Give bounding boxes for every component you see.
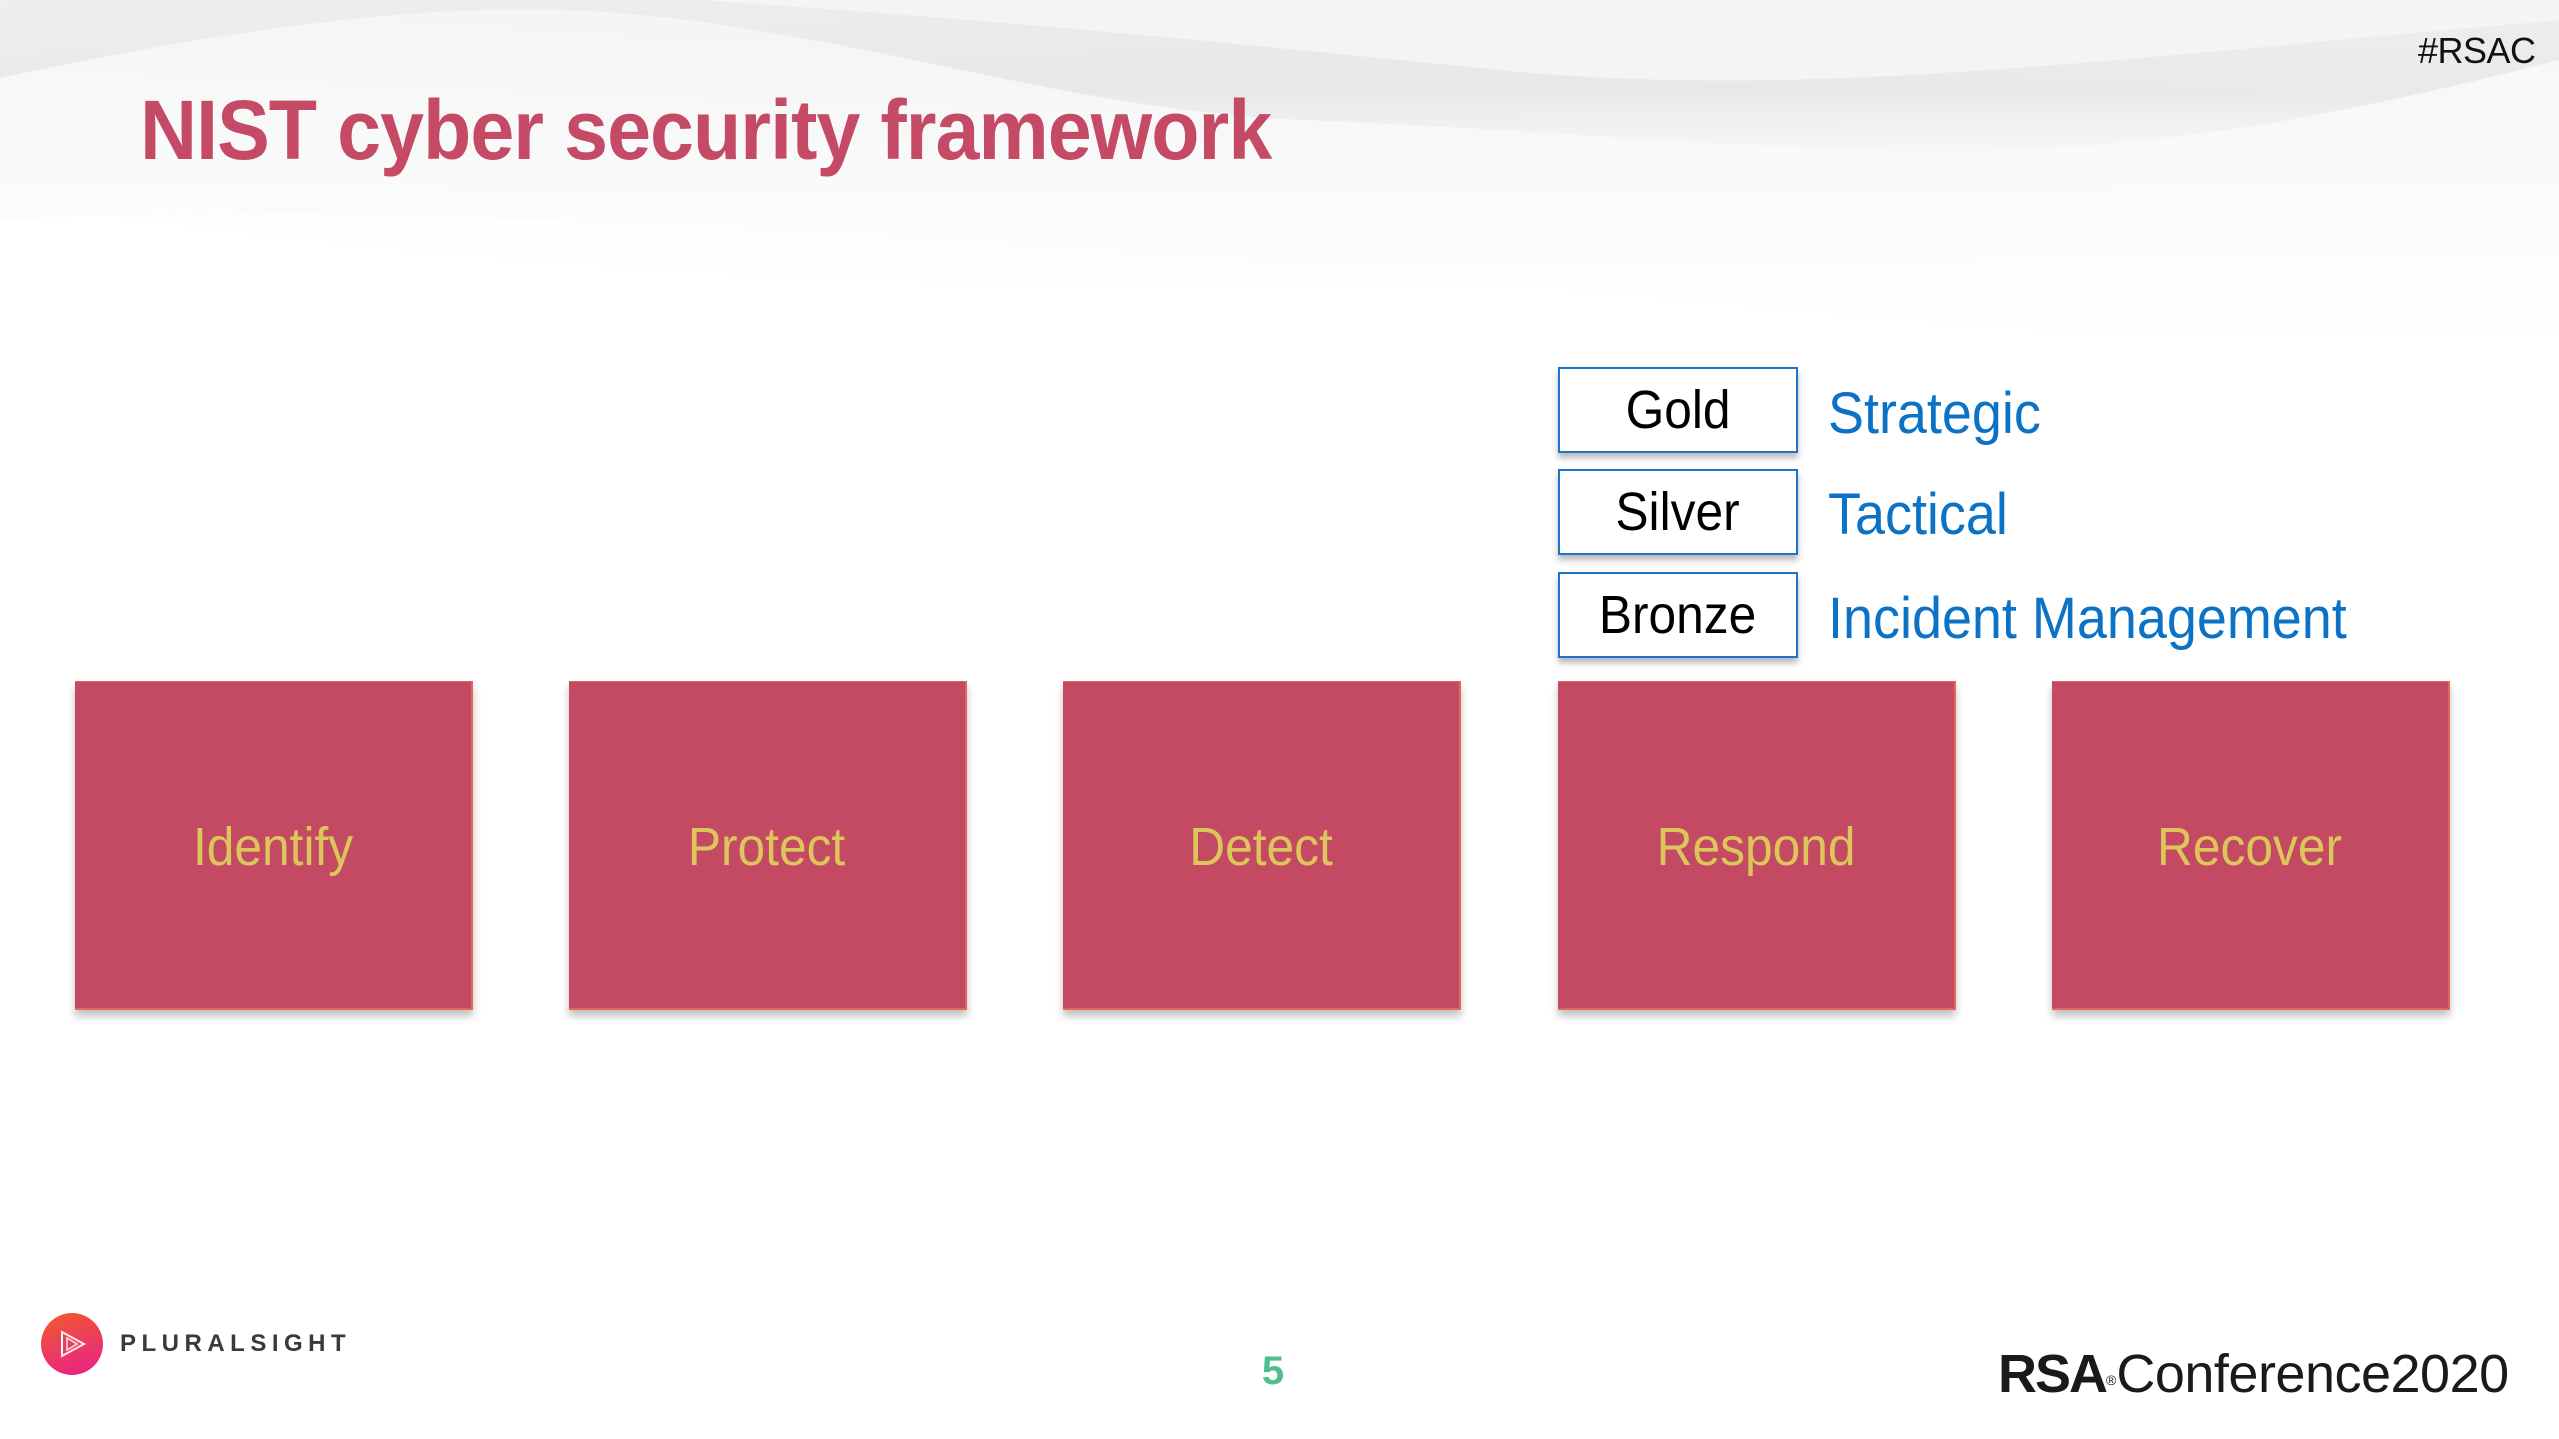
page-number: 5 xyxy=(1261,1349,1285,1393)
function-box-identify: Identify xyxy=(75,681,473,1010)
level-label: Gold xyxy=(1625,380,1731,440)
function-box-detect: Detect xyxy=(1063,681,1461,1010)
rsa-wordmark: RSA xyxy=(1998,1344,2108,1404)
function-box-recover: Recover xyxy=(2052,681,2450,1010)
function-label: Recover xyxy=(2157,817,2343,877)
level-box-silver: Silver xyxy=(1558,469,1798,555)
rsac-hashtag: #RSAC xyxy=(2418,30,2536,71)
level-box-bronze: Bronze xyxy=(1558,572,1798,658)
function-label: Protect xyxy=(688,817,846,877)
level-description-tactical: Tactical xyxy=(1828,482,2008,547)
function-label: Detect xyxy=(1189,817,1333,877)
pluralsight-wordmark: PLURALSIGHT xyxy=(120,1330,352,1357)
level-label: Bronze xyxy=(1599,585,1757,645)
slide-title: NIST cyber security framework xyxy=(140,83,1272,177)
pluralsight-logo: PLURALSIGHT xyxy=(41,1312,351,1376)
level-description-strategic: Strategic xyxy=(1828,381,2041,446)
registered-mark: ® xyxy=(2106,1372,2117,1388)
function-box-respond: Respond xyxy=(1558,681,1956,1010)
function-label: Identify xyxy=(192,817,354,877)
function-box-protect: Protect xyxy=(569,681,967,1010)
level-box-gold: Gold xyxy=(1558,367,1798,453)
function-label: Respond xyxy=(1656,817,1856,877)
background-swoosh xyxy=(0,0,2559,420)
level-label: Silver xyxy=(1615,482,1741,542)
level-description-incident-management: Incident Management xyxy=(1828,586,2347,651)
rsa-conference-logo: RSA®Conference2020 xyxy=(1998,1344,2509,1404)
pluralsight-play-icon xyxy=(41,1313,103,1375)
conference-wordmark: Conference2020 xyxy=(2116,1344,2509,1404)
